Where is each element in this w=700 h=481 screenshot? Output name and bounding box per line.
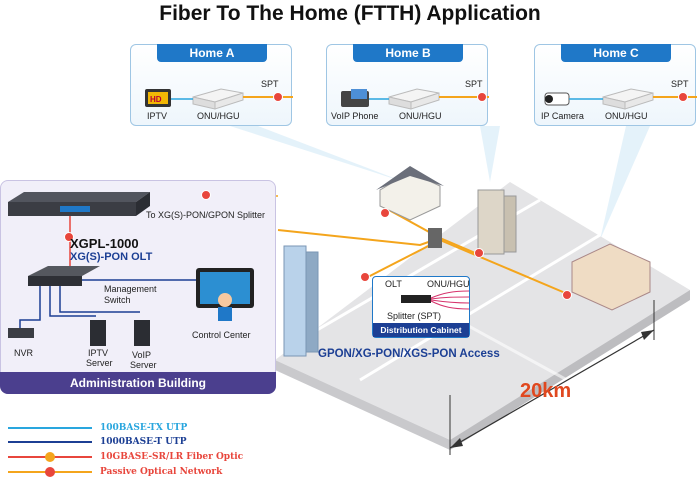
olt-type-label: XG(S)-PON OLT — [70, 251, 153, 263]
home-b-title: Home B — [353, 44, 463, 62]
spt-label: SPT — [261, 79, 279, 89]
legend-item: 100BASE-TX UTP — [100, 423, 188, 433]
splitter-link-label: To XG(S)-PON/GPON Splitter — [146, 210, 266, 220]
home-b-devices — [341, 88, 489, 110]
device-label: VoIP Phone — [331, 111, 379, 121]
iptv-server-label: IPTV — [88, 348, 109, 358]
admin-tower-icon — [283, 245, 307, 357]
switch-label: Switch — [104, 295, 131, 305]
home-a-devices: HD — [145, 88, 293, 110]
spt-label: SPT — [671, 79, 689, 89]
building-icon — [571, 243, 651, 311]
pon-icon — [273, 92, 283, 102]
apartment-icon — [477, 189, 505, 255]
voip-server-label: Server — [130, 360, 157, 370]
pon-icon — [474, 248, 484, 258]
nvr-icon — [8, 328, 34, 338]
pon-icon — [64, 232, 74, 242]
pon-icon — [477, 92, 487, 102]
management-switch-icon — [28, 266, 100, 276]
svg-text:HD: HD — [150, 95, 162, 104]
device-label: IPTV — [147, 111, 168, 121]
control-center-label: Control Center — [192, 330, 251, 340]
legend-item: Passive Optical Network — [100, 467, 223, 477]
home-b-panel: Home B SPT VoIP Phone ONU/HGU — [326, 44, 489, 126]
home-a-title: Home A — [157, 44, 267, 62]
iptv-server-label: Server — [86, 358, 113, 368]
cabinet-splitter-label: Splitter (SPT) — [387, 311, 442, 321]
legend-item: 10GBASE-SR/LR Fiber Optic — [100, 452, 244, 462]
switch-label: Management — [104, 284, 157, 294]
voip-server-icon — [134, 320, 150, 346]
cabinet-callout: OLT ONU/HGU Splitter (SPT) Distribution … — [372, 276, 470, 338]
onu-label: ONU/HGU — [399, 111, 442, 121]
admin-devices — [8, 192, 254, 346]
admin-building-footer: Administration Building — [0, 372, 276, 394]
pon-icon — [201, 190, 211, 200]
iptv-server-icon — [90, 320, 106, 346]
home-c-devices — [544, 88, 697, 110]
pon-icon — [380, 208, 390, 218]
nvr-label: NVR — [14, 348, 34, 358]
home-a-panel: Home A HD SPT IPTV ONU/HGU — [130, 44, 293, 126]
ground-plane — [275, 182, 690, 440]
spt-label: SPT — [465, 79, 483, 89]
page-title: Fiber To The Home (FTTH) Application — [159, 2, 541, 25]
olt-model-label: XGPL-1000 — [70, 236, 139, 251]
onu-label: ONU/HGU — [605, 111, 648, 121]
pon-icon — [678, 92, 688, 102]
cabinet-onu-label: ONU/HGU — [427, 279, 470, 289]
home-c-title: Home C — [561, 44, 671, 62]
cabinet-name: Distribution Cabinet — [373, 323, 469, 337]
legend-item: 1000BASE-T UTP — [100, 437, 187, 447]
distance-label: 20km — [520, 380, 572, 402]
pon-icon — [562, 290, 572, 300]
cabinet-icon — [428, 228, 442, 248]
legend-lines — [8, 427, 92, 477]
pon-icon — [360, 272, 370, 282]
home-c-panel: Home C SPT IP Camera ONU/HGU — [534, 44, 697, 126]
device-label: IP Camera — [541, 111, 584, 121]
voip-server-label: VoIP — [132, 350, 152, 360]
cabinet-olt-label: OLT — [385, 279, 402, 289]
access-label: GPON/XG-PON/XGS-PON Access — [318, 348, 500, 360]
onu-label: ONU/HGU — [197, 111, 240, 121]
